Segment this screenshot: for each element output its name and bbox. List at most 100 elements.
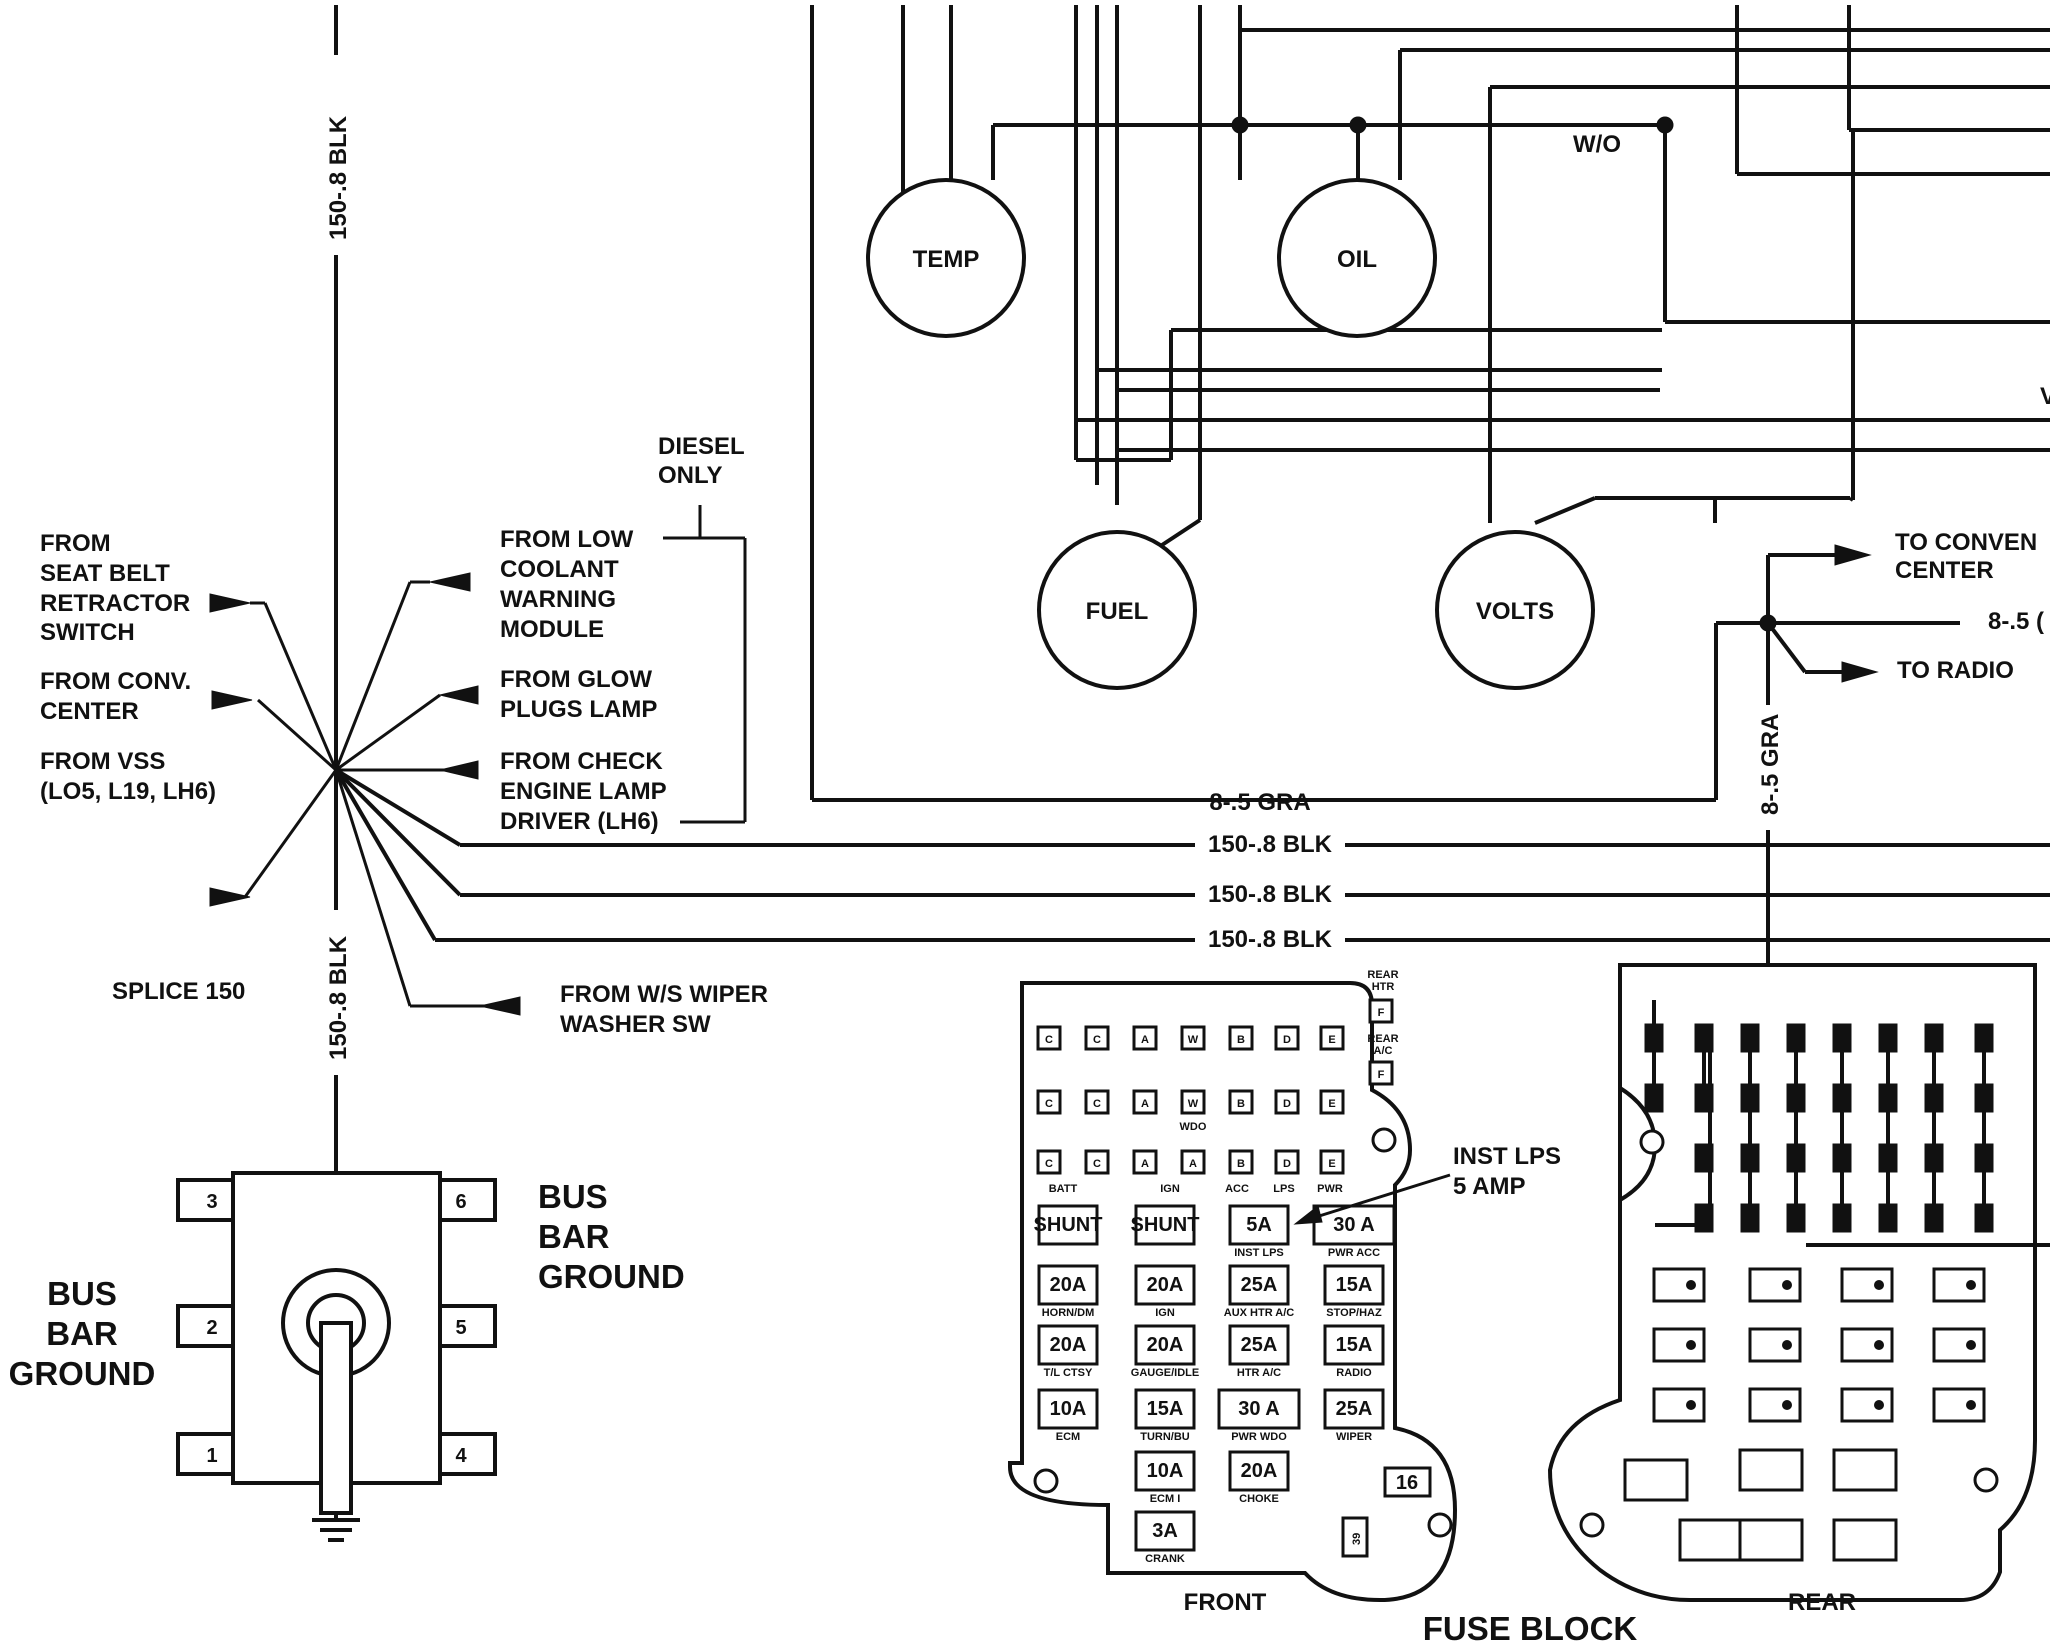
fuse-4-value: 20A [1050, 1274, 1087, 1296]
low-coolant-label-3: WARNING [500, 586, 616, 613]
fuse-9-label: GAUGE/IDLE [1131, 1367, 1199, 1379]
conv-center-label-2: CENTER [40, 698, 139, 725]
fuse-16-value: 10A [1147, 1460, 1184, 1482]
bus-bar-ground-left-label-3: GROUND [9, 1355, 156, 1392]
vss-label-2: (LO5, L19, LH6) [40, 778, 216, 805]
glow-plugs-label: FROM GLOW [500, 666, 652, 693]
seat-belt-label-2: SEAT BELT [40, 560, 170, 587]
bus-bar-ground-left-label-2: BAR [46, 1315, 118, 1352]
lps-label: LPS [1273, 1183, 1294, 1195]
wire-150-top-label: 150-.8 BLK [325, 115, 352, 240]
terminal-row1-6: E [1328, 1034, 1335, 1046]
low-coolant-label-2: COOLANT [500, 556, 619, 583]
fuse-16-label: ECM I [1150, 1493, 1181, 1505]
fuse-12-label: ECM [1056, 1431, 1080, 1443]
terminal-row3-5: D [1283, 1158, 1291, 1170]
oil-gauge-label: OIL [1337, 246, 1377, 273]
fuse-15-label: WIPER [1336, 1431, 1372, 1443]
fuse-17-value: 20A [1241, 1460, 1278, 1482]
batt-label: BATT [1049, 1183, 1078, 1195]
inst-lps-label-2: 5 AMP [1453, 1173, 1525, 1200]
terminal-row2-5: D [1283, 1098, 1291, 1110]
fuse-3-label: PWR ACC [1328, 1247, 1380, 1259]
fuse-18-label: CRANK [1145, 1553, 1185, 1565]
terminal-row1-3: W [1188, 1034, 1199, 1046]
terminal-row2-6: E [1328, 1098, 1335, 1110]
wiper-washer-label: FROM W/S WIPER [560, 981, 768, 1008]
fuse-6-value: 25A [1241, 1274, 1278, 1296]
to-radio-label: TO RADIO [1897, 657, 2014, 684]
gauge-wiring: TEMP OIL FUEL VOLTS W/O V TO CONVEN CENT… [810, 5, 2050, 1215]
temp-gauge-label: TEMP [913, 246, 980, 273]
rear-htr-label-2: HTR [1372, 981, 1395, 993]
bus-bar-ground-right-label-2: BAR [538, 1218, 610, 1255]
fuse-14-label: PWR WDO [1231, 1431, 1287, 1443]
terminal-row1-4: B [1237, 1034, 1245, 1046]
rear-ac-f: F [1378, 1069, 1385, 1081]
bus-terminal-2: 2 [206, 1317, 217, 1339]
conv-center-label: FROM CONV. [40, 668, 191, 695]
fuse-4-label: HORN/DM [1042, 1307, 1095, 1319]
low-coolant-label-4: MODULE [500, 616, 604, 643]
terminal-row2-0: C [1045, 1098, 1053, 1110]
bus-terminal-5: 5 [455, 1317, 466, 1339]
terminal-row2-3: W [1188, 1098, 1199, 1110]
rear-ac-label: REAR [1367, 1033, 1398, 1045]
terminal-row3-1: C [1093, 1158, 1101, 1170]
terminal-row2-2: A [1141, 1098, 1149, 1110]
volts-gauge [1435, 530, 1595, 690]
terminal-row1-2: A [1141, 1034, 1149, 1046]
low-coolant-label: FROM LOW [500, 526, 634, 553]
terminal-row3-4: B [1237, 1158, 1245, 1170]
fuse-5-value: 20A [1147, 1274, 1184, 1296]
terminal-row3-6: E [1328, 1158, 1335, 1170]
wire-blk-1-label: 150-.8 BLK [1208, 831, 1333, 858]
fuse-block-rear: REAR FUSE BLOCK [1423, 963, 2050, 1647]
check-engine-label-3: DRIVER (LH6) [500, 808, 659, 835]
terminal-row2-1: C [1093, 1098, 1101, 1110]
diesel-only-label-2: ONLY [658, 462, 722, 489]
edge-v-label: V [2040, 383, 2050, 410]
fuse-7-label: STOP/HAZ [1326, 1307, 1382, 1319]
to-conv-center-label-2: CENTER [1895, 557, 1994, 584]
seat-belt-label: FROM [40, 530, 111, 557]
to-conv-center-label: TO CONVEN [1895, 529, 2037, 556]
front-label: FRONT [1184, 1589, 1267, 1616]
wire-gra-horizontal-label: 8-.5 GRA [1209, 789, 1310, 816]
fuse-15-value: 25A [1336, 1398, 1373, 1420]
fuse-7-value: 15A [1336, 1274, 1373, 1296]
vss-label: FROM VSS [40, 748, 165, 775]
fuse-9-value: 20A [1147, 1334, 1184, 1356]
fuse-13-label: TURN/BU [1140, 1431, 1190, 1443]
fuse-5-label: IGN [1155, 1307, 1175, 1319]
pwr-label: PWR [1317, 1183, 1343, 1195]
fuse-11-value: 15A [1336, 1334, 1373, 1356]
fuse-10-label: HTR A/C [1237, 1367, 1281, 1379]
seat-belt-label-4: SWITCH [40, 619, 135, 646]
bus-terminal-3: 3 [206, 1191, 217, 1213]
terminal-row1-0: C [1045, 1034, 1053, 1046]
check-engine-label-2: ENGINE LAMP [500, 778, 667, 805]
volts-gauge-label: VOLTS [1476, 598, 1554, 625]
temp-gauge [866, 178, 1026, 338]
acc-label: ACC [1225, 1183, 1249, 1195]
fuse-2-value: 5A [1246, 1214, 1272, 1236]
terminal-row3-3: A [1189, 1158, 1197, 1170]
bus-bar-ground-right-label: BUS [538, 1178, 608, 1215]
fuse-18-value: 3A [1152, 1520, 1178, 1542]
fuse-17-label: CHOKE [1239, 1493, 1279, 1505]
rear-htr-f: F [1378, 1007, 1385, 1019]
bus-bar-ground-right-label-3: GROUND [538, 1258, 685, 1295]
splice-150: 150-.8 BLK 150-.8 BLK 150-.8 BLK 150-.8 … [40, 5, 2050, 1270]
bus-terminal-4: 4 [455, 1445, 467, 1467]
glow-plugs-label-2: PLUGS LAMP [500, 696, 657, 723]
fuse-3-value: 30 A [1333, 1214, 1375, 1236]
terminal-row2-4: B [1237, 1098, 1245, 1110]
relay-39-label: 39 [1351, 1533, 1363, 1545]
fuse-0-value: SHUNT [1034, 1214, 1103, 1236]
bus-bar-ground-left-label: BUS [47, 1275, 117, 1312]
fuse-8-value: 20A [1050, 1334, 1087, 1356]
splice-150-label: SPLICE 150 [112, 978, 245, 1005]
